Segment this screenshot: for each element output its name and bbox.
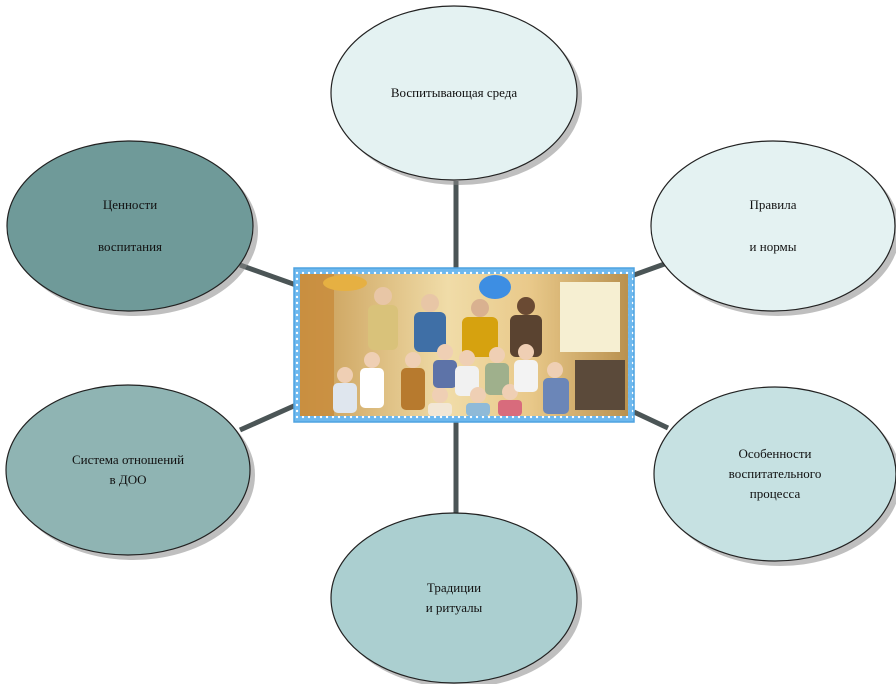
connector-left-top — [239, 262, 297, 288]
photo-adult-body — [510, 315, 542, 357]
node-ellipse — [330, 512, 578, 684]
photo-adult-body — [414, 312, 446, 352]
connector-right-bottom — [632, 409, 670, 431]
photo-window — [560, 282, 620, 352]
node-ellipse — [650, 140, 896, 312]
photo-balloon — [479, 275, 511, 299]
node-label: Воспитывающая среда — [391, 85, 518, 100]
node-label: Система отношений — [72, 452, 184, 467]
photo-adult-head — [374, 287, 392, 305]
node-label: процесса — [750, 486, 801, 501]
photo-children — [333, 344, 569, 416]
photo-adult-body — [462, 317, 498, 357]
node-ellipse — [5, 384, 251, 556]
photo-adult-head — [471, 299, 489, 317]
node-label: и нормы — [750, 239, 797, 254]
photo-adult-body — [368, 305, 398, 350]
node-right-top: Правила и нормы — [650, 140, 896, 316]
node-label: в ДОО — [109, 472, 146, 487]
photo-furniture — [575, 360, 625, 410]
node-label: воспитания — [98, 239, 162, 254]
node-ellipse — [330, 5, 578, 181]
node-left-top: Ценности воспитания — [6, 140, 258, 316]
center-photo — [293, 267, 635, 423]
node-top: Воспитывающая среда — [330, 5, 582, 185]
node-label: Правила — [749, 197, 796, 212]
node-label: Особенности — [738, 446, 811, 461]
node-bottom: Традиции и ритуалы — [330, 512, 582, 684]
photo-adult-head — [421, 294, 439, 312]
photo-adult-head — [517, 297, 535, 315]
node-left-bottom: Система отношений в ДОО — [5, 384, 255, 560]
node-label: и ритуалы — [426, 600, 483, 615]
node-label: Традиции — [427, 580, 481, 595]
connector-left-bottom — [238, 402, 298, 433]
node-label: Ценности — [103, 197, 157, 212]
photo-leaves — [323, 275, 367, 291]
node-ellipse — [6, 140, 254, 312]
node-label: воспитательного — [729, 466, 822, 481]
photo-curtain-left — [300, 274, 334, 416]
node-ellipse — [653, 386, 896, 562]
node-right-bottom: Особенности воспитательного процесса — [653, 386, 896, 566]
